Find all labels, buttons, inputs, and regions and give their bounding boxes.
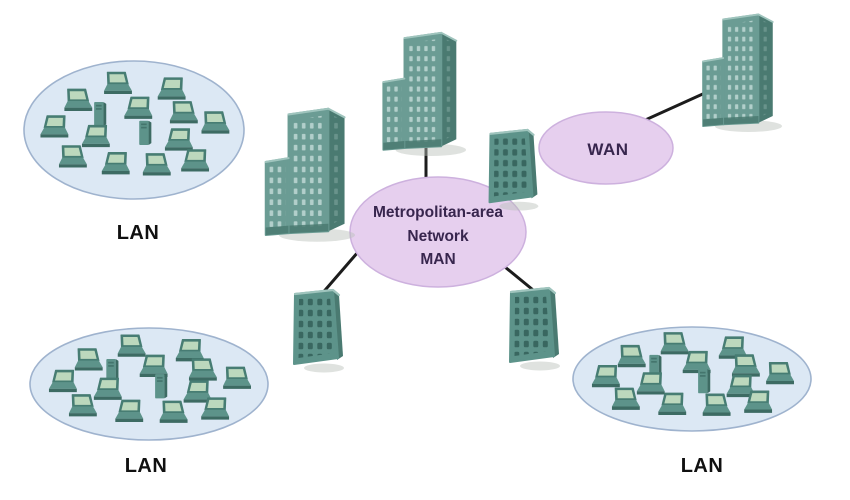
lan-group-bottom-left: LAN bbox=[29, 327, 269, 477]
tower-icon bbox=[139, 120, 152, 145]
building-icon-bottom-right bbox=[508, 286, 562, 372]
man-label-line2: Network bbox=[407, 228, 469, 245]
building-icon-right bbox=[701, 13, 784, 132]
building-icon-bottom-left bbox=[292, 288, 346, 374]
lan-label: LAN bbox=[117, 222, 160, 244]
building-icon-top bbox=[382, 31, 468, 156]
tower-icon bbox=[698, 368, 711, 394]
lan-group-bottom-right: LAN bbox=[572, 326, 812, 477]
man-cloud: Metropolitan-area Network MAN bbox=[349, 176, 527, 288]
connection-line-man-bottom-left-building bbox=[318, 250, 360, 298]
lan-label: LAN bbox=[681, 455, 724, 477]
man-label-line1: Metropolitan-area bbox=[373, 204, 503, 221]
wan-cloud: WAN bbox=[538, 111, 674, 185]
tower-icon bbox=[155, 374, 168, 399]
building-icon-center-small bbox=[488, 128, 540, 212]
wan-label: WAN bbox=[587, 140, 628, 159]
man-label-line3: MAN bbox=[420, 251, 455, 268]
building-icon-left bbox=[264, 107, 355, 243]
wan-ellipse bbox=[538, 111, 674, 185]
lan-group-top-left: LAN bbox=[23, 60, 245, 244]
lan-label: LAN bbox=[125, 455, 168, 477]
tower-icon bbox=[94, 102, 107, 127]
